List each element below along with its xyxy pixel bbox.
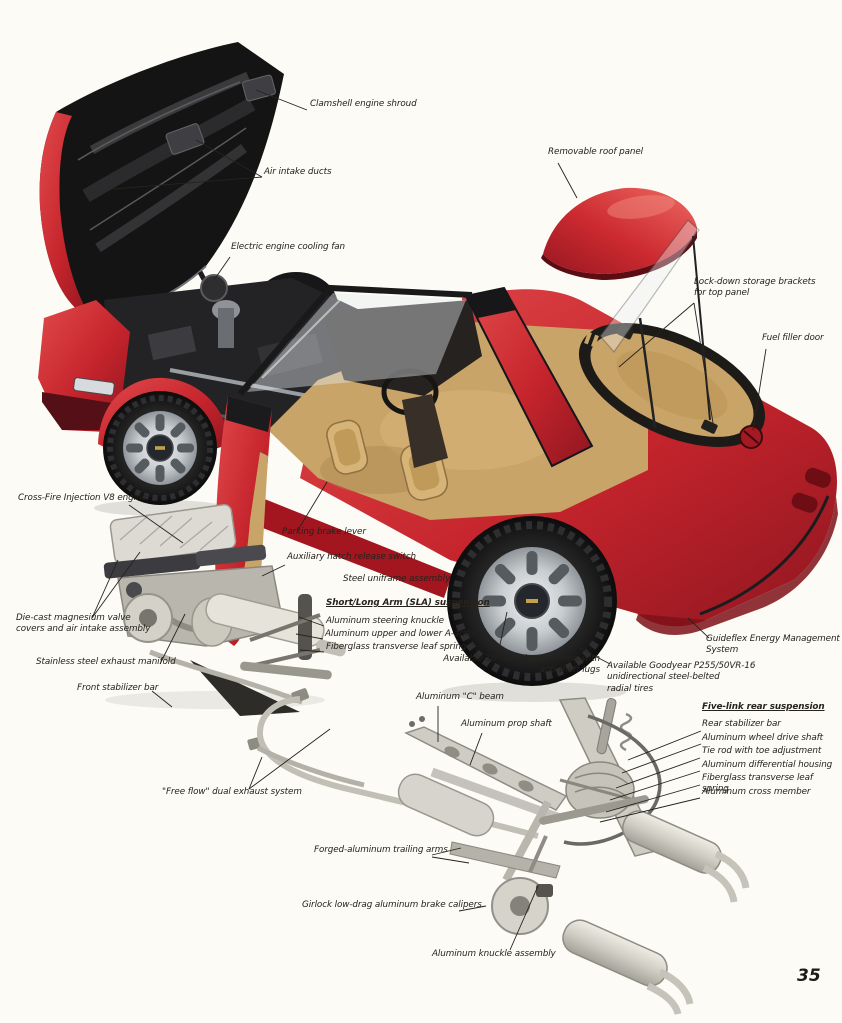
label-rear-fiberglass-leaf-spring: Fiberglass transverse leaf spring [702,773,813,795]
label-electric-engine-cooling-fan: Electric engine cooling fan [231,242,346,252]
front-stabilizer-bar [149,649,303,705]
label-free-flow-dual-exhaust: "Free flow" dual exhaust system [162,787,302,797]
c-beam [404,716,568,811]
driver-seat [326,419,369,475]
prop-shaft [430,767,562,823]
center-console [402,394,448,468]
headlamp [73,377,115,396]
label-steel-uniframe-assembly: Steel uniframe assembly [343,574,451,584]
label-parking-brake-lever: Parking brake lever [282,527,366,537]
label-fuel-filler-door: Fuel filler door [762,333,824,343]
lockdown-bracket [701,419,718,434]
rear-wheel [447,516,617,686]
windshield-glass [247,293,466,392]
label-clamshell-engine-shroud: Clamshell engine shroud [310,99,417,109]
page-number: 35 [797,966,821,986]
open-hatch-glass [599,219,711,429]
label-sla-suspension-header: Short/Long Arm (SLA) suspension [326,598,490,608]
muffler [622,810,722,874]
leader-lines [91,89,767,951]
label-guideflex-energy-management: Guideflex Energy Management System [706,634,840,656]
label-aluminum-a-arms: Aluminum upper and lower A-arms [325,629,476,639]
label-aluminum-steering-knuckle: Aluminum steering knuckle [326,616,444,626]
label-stainless-steel-exhaust-manifold: Stainless steel exhaust manifold [36,657,176,667]
front-engine-assembly [103,503,346,716]
muffler [562,919,668,987]
brake-caliper [536,884,553,897]
label-five-link-rear-suspension-header: Five-link rear suspension [702,702,825,712]
label-aluminum-differential-housing: Aluminum differential housing [702,759,833,770]
front-leaf-spring [240,661,332,680]
rear-leaf-spring [539,795,649,825]
label-goodyear-radial-tires: Available Goodyear P255/50VR-16 unidirec… [607,661,756,694]
label-front-stabilizer-bar: Front stabilizer bar [77,683,159,693]
dashboard [322,300,482,396]
rocker-panel [242,494,452,598]
label-rear-stabilizer-bar: Rear stabilizer bar [702,719,781,729]
label-lockdown-storage-brackets: Lock-down storage brackets for top panel [694,277,816,299]
open-hood [39,42,284,334]
tie-rod [559,778,643,804]
label-air-intake-ducts: Air intake ducts [264,167,332,177]
rear-deck [578,323,766,447]
label-aluminum-c-beam: Aluminum "C" beam [416,692,504,702]
label-forged-aluminum-trailing-arms: Forged-aluminum trailing arms [314,845,448,855]
label-aluminum-knuckle-assembly: Aluminum knuckle assembly [432,949,556,959]
label-front-fiberglass-leaf-spring: Fiberglass transverse leaf spring [326,642,467,652]
label-auxiliary-hatch-release-switch: Auxiliary hatch release switch [287,552,416,562]
label-removable-roof-panel: Removable roof panel [548,147,643,157]
taillights [791,467,831,513]
targa-hoop [464,286,594,468]
cooling-fan-part [200,274,228,302]
rear-chassis-assembly [247,688,750,1015]
exhaust-pipe [256,745,365,788]
front-fender [98,377,230,452]
label-tie-rod-toe-adjustment: Tie rod with toe adjustment [702,746,822,756]
lockdown-bracket [617,325,634,340]
label-aluminum-wheel-drive-shaft: Aluminum wheel drive shaft [702,732,823,743]
windshield-frame [237,284,473,396]
label-16in-aluminum-wheels: Available 16" aluminum wheels with anti-… [443,654,600,676]
label-aluminum-cross-member: Aluminum cross member [702,786,811,797]
label-girlock-brake-calipers: Girlock low-drag aluminum brake calipers [302,900,482,910]
trailing-arm [449,841,561,879]
label-aluminum-prop-shaft: Aluminum prop shaft [461,719,552,729]
label-crossfire-injection-v8-engine: Cross-Fire Injection V8 engine [18,493,147,503]
torque-tube [397,773,495,837]
label-diecast-magnesium-valve-covers: Die-cast magnesium valve covers and air … [16,613,151,635]
car-body [38,219,838,702]
roof-panel [541,187,697,280]
front-wheel [103,391,217,505]
